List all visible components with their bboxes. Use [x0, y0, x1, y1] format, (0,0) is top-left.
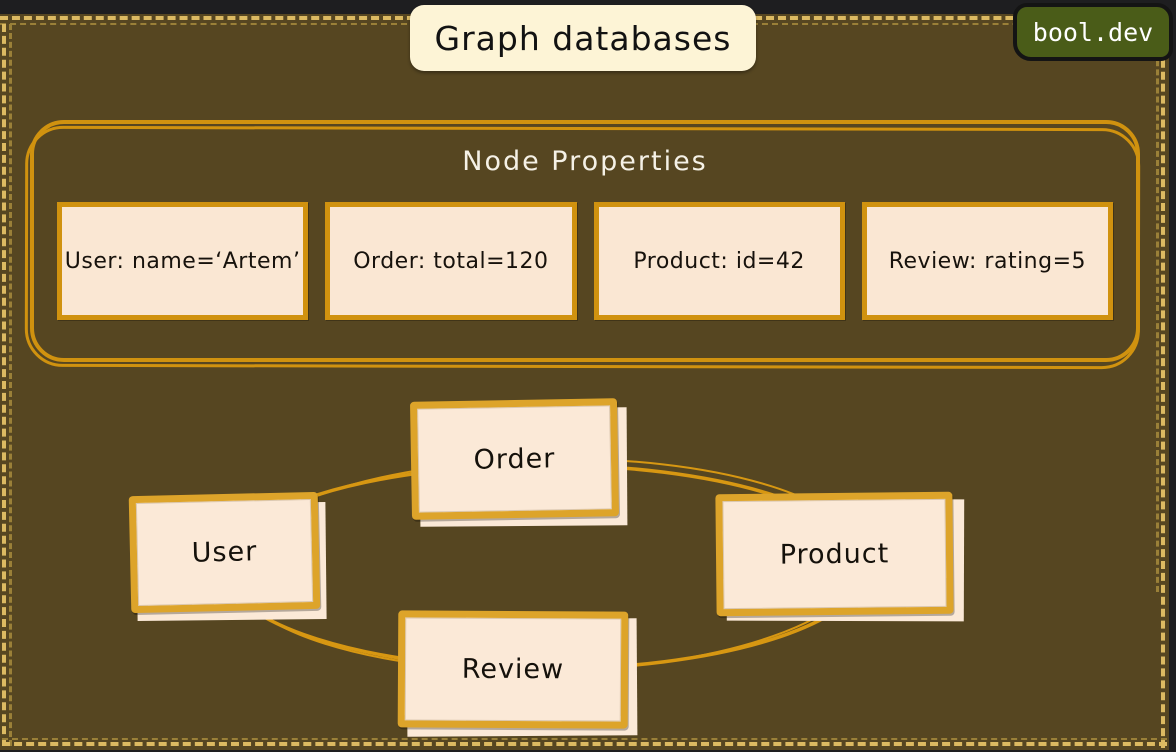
brand-badge: bool.dev: [1013, 3, 1173, 61]
graph-node-product: Product: [715, 491, 965, 622]
property-card-review: Review: rating=5: [861, 202, 1113, 320]
graph-node-order-label: Order: [473, 442, 556, 476]
node-properties-title: Node Properties: [462, 146, 708, 177]
graph-node-user: User: [128, 491, 327, 621]
property-card-order: Order: total=120: [325, 202, 577, 320]
graph-node-review-label: Review: [461, 653, 565, 686]
graph-node-review: Review: [397, 610, 638, 737]
graph-node-order-box: Order: [409, 398, 620, 520]
graph-node-user-label: User: [191, 536, 258, 569]
page-title: Graph databases: [434, 18, 732, 58]
property-card-order-label: Order: total=120: [353, 248, 549, 274]
property-card-product: Product: id=42: [593, 202, 845, 320]
graph-node-review-box: Review: [397, 610, 629, 729]
brand-badge-label: bool.dev: [1032, 17, 1154, 47]
property-card-product-label: Product: id=42: [633, 248, 805, 274]
graph-node-product-label: Product: [779, 537, 890, 571]
property-card-user-label: User: name=‘Artem’: [64, 248, 301, 274]
graph-node-order: Order: [409, 398, 628, 527]
graph-node-product-box: Product: [715, 491, 954, 617]
property-card-row: User: name=‘Artem’ Order: total=120 Prod…: [57, 202, 1113, 320]
node-properties-panel: Node Properties User: name=‘Artem’ Order…: [30, 120, 1140, 362]
graph-node-user-box: User: [128, 491, 321, 614]
page-title-card: Graph databases: [410, 5, 756, 71]
property-card-review-label: Review: rating=5: [888, 248, 1087, 274]
property-card-user: User: name=‘Artem’: [57, 202, 309, 320]
